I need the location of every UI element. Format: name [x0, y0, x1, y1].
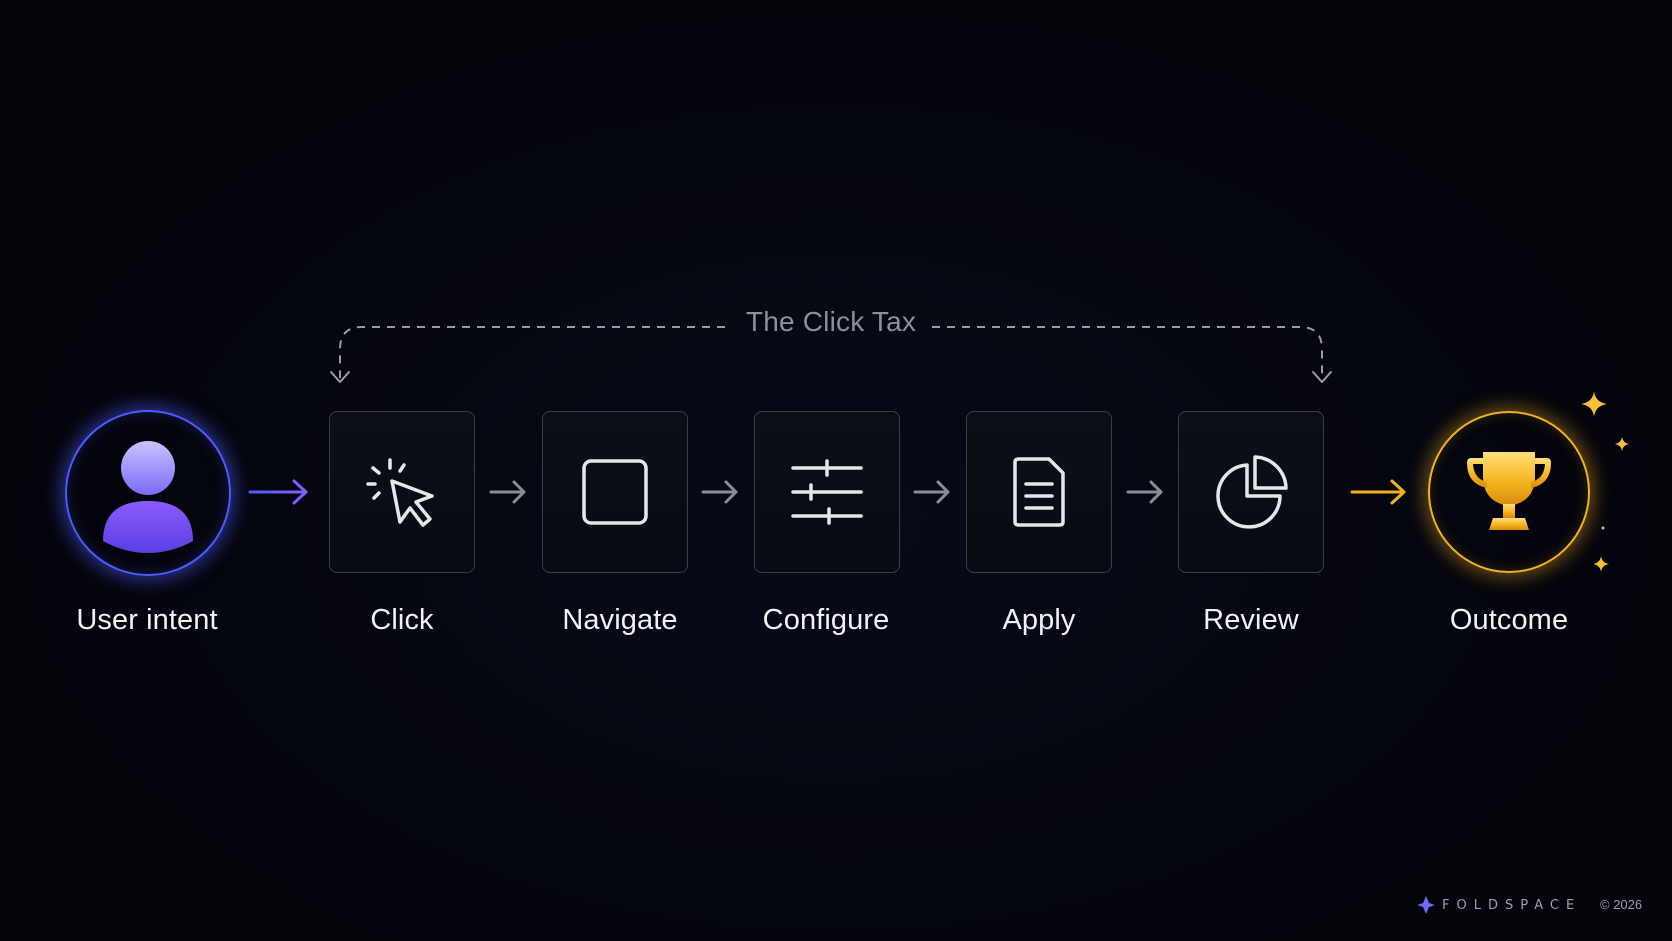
- outcome-node: [1428, 411, 1590, 573]
- sparkle-dot-icon: [1601, 526, 1605, 530]
- step-navigate: [542, 411, 688, 573]
- step-configure: [754, 411, 900, 573]
- step-apply: [966, 411, 1112, 573]
- step-label-apply: Apply: [1002, 604, 1076, 636]
- sparkle-icon: [1593, 556, 1609, 572]
- arrow-right-icon: [913, 480, 950, 504]
- foldspace-logo: FOLDSPACE: [1416, 895, 1581, 915]
- arrow-right-icon: [248, 479, 308, 505]
- step-label-navigate: Navigate: [562, 604, 678, 636]
- copyright: © 2026: [1600, 897, 1643, 912]
- arrow-right-icon: [1350, 479, 1406, 505]
- brand-name: FOLDSPACE: [1442, 897, 1582, 913]
- step-label-configure: Configure: [762, 604, 890, 636]
- sliders-icon: [791, 459, 863, 525]
- pie-chart-icon: [1216, 455, 1288, 529]
- bracket-label: The Click Tax: [745, 306, 917, 337]
- step-label-click: Click: [370, 604, 434, 636]
- bracket-right-arrowhead: [1312, 371, 1332, 383]
- square-icon: [582, 459, 648, 525]
- step-review: [1178, 411, 1324, 573]
- sparkle-icon: [1615, 437, 1629, 451]
- sparkle-icon: [1581, 391, 1607, 417]
- arrow-right-icon: [489, 480, 526, 504]
- arrow-right-icon: [1126, 480, 1163, 504]
- step-label-user-intent: User intent: [76, 604, 218, 636]
- user-intent-node: [65, 410, 231, 576]
- user-icon: [103, 441, 193, 553]
- bracket-left-arrowhead: [330, 371, 350, 383]
- step-label-outcome: Outcome: [1449, 604, 1569, 636]
- step-label-review: Review: [1203, 604, 1299, 636]
- cursor-click-icon: [366, 458, 434, 527]
- arrow-right-icon: [701, 480, 738, 504]
- trophy-icon: [1467, 452, 1551, 530]
- step-click: [329, 411, 475, 573]
- foldspace-logo-icon: [1417, 896, 1435, 914]
- document-icon: [1013, 457, 1065, 527]
